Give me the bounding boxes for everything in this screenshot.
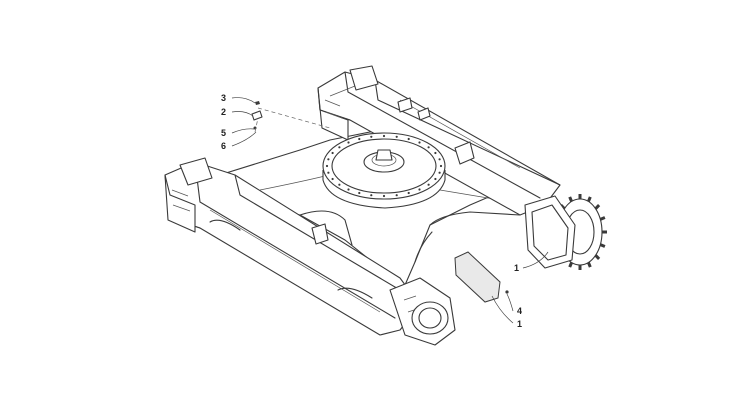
callout-labels: 3 2 5 6 1 4 1 <box>221 93 522 329</box>
bolt-hole <box>427 183 430 186</box>
sprocket-tooth <box>568 261 573 268</box>
callout-2: 2 <box>221 107 226 117</box>
sprocket-tooth <box>599 243 606 248</box>
callout-1-plate: 1 <box>517 319 522 329</box>
bolt-hole <box>438 171 441 174</box>
bolt-hole <box>395 194 398 197</box>
bolt-hole <box>331 177 334 181</box>
bolt-hole <box>325 164 329 168</box>
callout-5: 5 <box>221 128 226 138</box>
bolt-hole <box>338 146 341 149</box>
cover-plate <box>454 251 501 303</box>
sprocket-tooth <box>568 196 573 203</box>
bolt-hole <box>439 164 443 168</box>
bolt-hole <box>347 141 350 144</box>
bolt-hole <box>327 158 330 161</box>
exploded-hardware <box>251 101 331 133</box>
bolt-hole <box>370 135 373 138</box>
bolt-hole <box>382 134 386 138</box>
bolt-hole <box>407 137 410 141</box>
lower-track-frame <box>164 157 421 336</box>
bolt-hole <box>358 191 361 195</box>
bolt-hole <box>338 183 341 186</box>
bolt-hole <box>395 135 398 138</box>
motor-cover <box>524 195 576 269</box>
bolt-hole <box>347 188 350 191</box>
bolt-hole <box>331 151 334 155</box>
leader-lines <box>231 97 549 324</box>
bolt-hole <box>427 146 430 149</box>
upper-track-frame <box>317 65 561 216</box>
bolt-hole <box>434 177 437 181</box>
bolt-hole <box>358 137 361 141</box>
sprocket-tooth <box>599 216 606 221</box>
bolt-hole <box>327 171 330 174</box>
bolt-hole <box>370 194 373 197</box>
bolt-hole <box>438 158 441 161</box>
bolt-hardware <box>505 290 509 294</box>
bearing-bolt-holes <box>325 134 443 198</box>
bolt-hole <box>418 141 421 144</box>
bolt-hole <box>382 194 386 198</box>
sprocket-tooth <box>594 254 601 260</box>
sprocket-tooth <box>587 196 592 203</box>
callout-1-sprocket: 1 <box>514 263 519 273</box>
callout-3: 3 <box>221 93 226 103</box>
bolt-hole <box>418 188 421 191</box>
bolt-hole <box>407 191 410 195</box>
callout-6: 6 <box>221 141 226 151</box>
idler-housing <box>389 277 456 346</box>
sprocket-tooth <box>587 261 592 268</box>
bolt-hole <box>434 151 437 155</box>
callout-4: 4 <box>517 306 522 316</box>
swing-bearing-ring <box>322 132 446 209</box>
sprocket-tooth <box>594 204 601 210</box>
